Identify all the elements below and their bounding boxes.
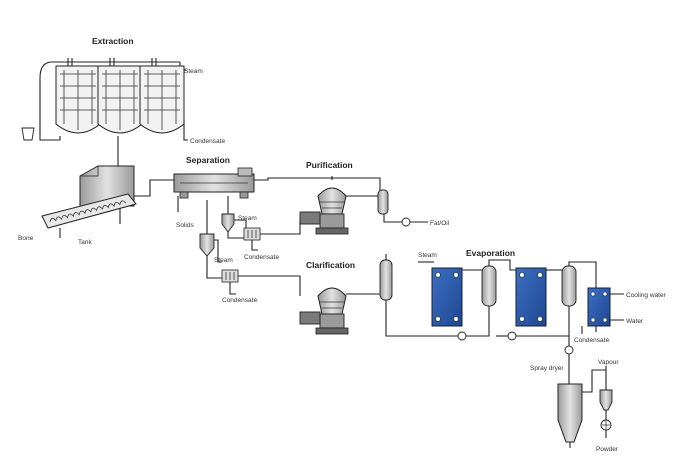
pump-icon xyxy=(507,331,517,341)
separation-section: Separation Solids Steam Condensate Steam… xyxy=(173,155,381,304)
label-steam-evap: Steam xyxy=(418,252,437,259)
plate-evaporator xyxy=(431,267,463,327)
label-water: Water xyxy=(626,318,644,325)
stage-title-extraction: Extraction xyxy=(92,36,134,46)
clarification-section: Clarification xyxy=(299,254,460,337)
stage-title-clarification: Clarification xyxy=(306,260,355,270)
label-steam-sep1: Steam xyxy=(238,215,257,222)
label-tank: Tank xyxy=(78,239,92,246)
separator-vessel xyxy=(481,265,497,307)
cyclone xyxy=(599,389,613,411)
label-steam-sep2: Steam xyxy=(214,257,233,264)
label-steam-extraction: Steam xyxy=(184,68,203,75)
purifier-centrifuge xyxy=(299,176,349,235)
label-condensate-sep1: Condensate xyxy=(244,254,279,261)
tank-section: Bone Tank xyxy=(18,165,176,246)
label-solids: Solids xyxy=(176,222,194,229)
purification-section: Purification Fat/Oil xyxy=(299,160,450,235)
storage-vessel xyxy=(377,189,389,215)
screw-conveyor xyxy=(41,193,137,229)
stage-title-purification: Purification xyxy=(306,160,353,170)
extraction-vessel xyxy=(97,65,143,134)
pump-icon xyxy=(457,331,467,341)
label-bone: Bone xyxy=(18,235,34,242)
stage-title-evaporation: Evaporation xyxy=(466,248,515,258)
extraction-section: Extraction Steam Condensate xyxy=(21,36,225,168)
condenser xyxy=(587,287,611,327)
evaporation-section: Evaporation Steam xyxy=(418,248,667,384)
label-condensate-sep2: Condensate xyxy=(222,297,257,304)
filter-vessel xyxy=(379,259,393,301)
label-powder: Powder xyxy=(596,446,619,453)
stage-title-separation: Separation xyxy=(186,155,230,165)
extraction-vessel xyxy=(139,65,185,134)
pump-icon xyxy=(401,217,411,227)
spray-dryer xyxy=(557,383,583,443)
label-condensate-evap: Condensate xyxy=(574,337,609,344)
label-condensate-extraction: Condensate xyxy=(190,138,225,145)
label-spray-dryer: Spray dryer xyxy=(530,365,564,372)
label-vapour: Vapour xyxy=(598,359,619,366)
extraction-vessel xyxy=(55,65,101,134)
clarifier-centrifuge xyxy=(299,287,349,335)
collection-bucket xyxy=(21,127,35,141)
label-cooling-water: Cooling water xyxy=(626,292,667,299)
spray-dryer-section: Spray dryer Vapour Powder xyxy=(530,359,619,453)
separator-vessel xyxy=(561,265,577,307)
plate-evaporator xyxy=(515,267,547,327)
buffer-tank xyxy=(199,233,215,257)
label-fat-oil: Fat/Oil xyxy=(430,220,450,227)
buffer-tank xyxy=(221,213,235,233)
pump-icon xyxy=(564,345,574,355)
